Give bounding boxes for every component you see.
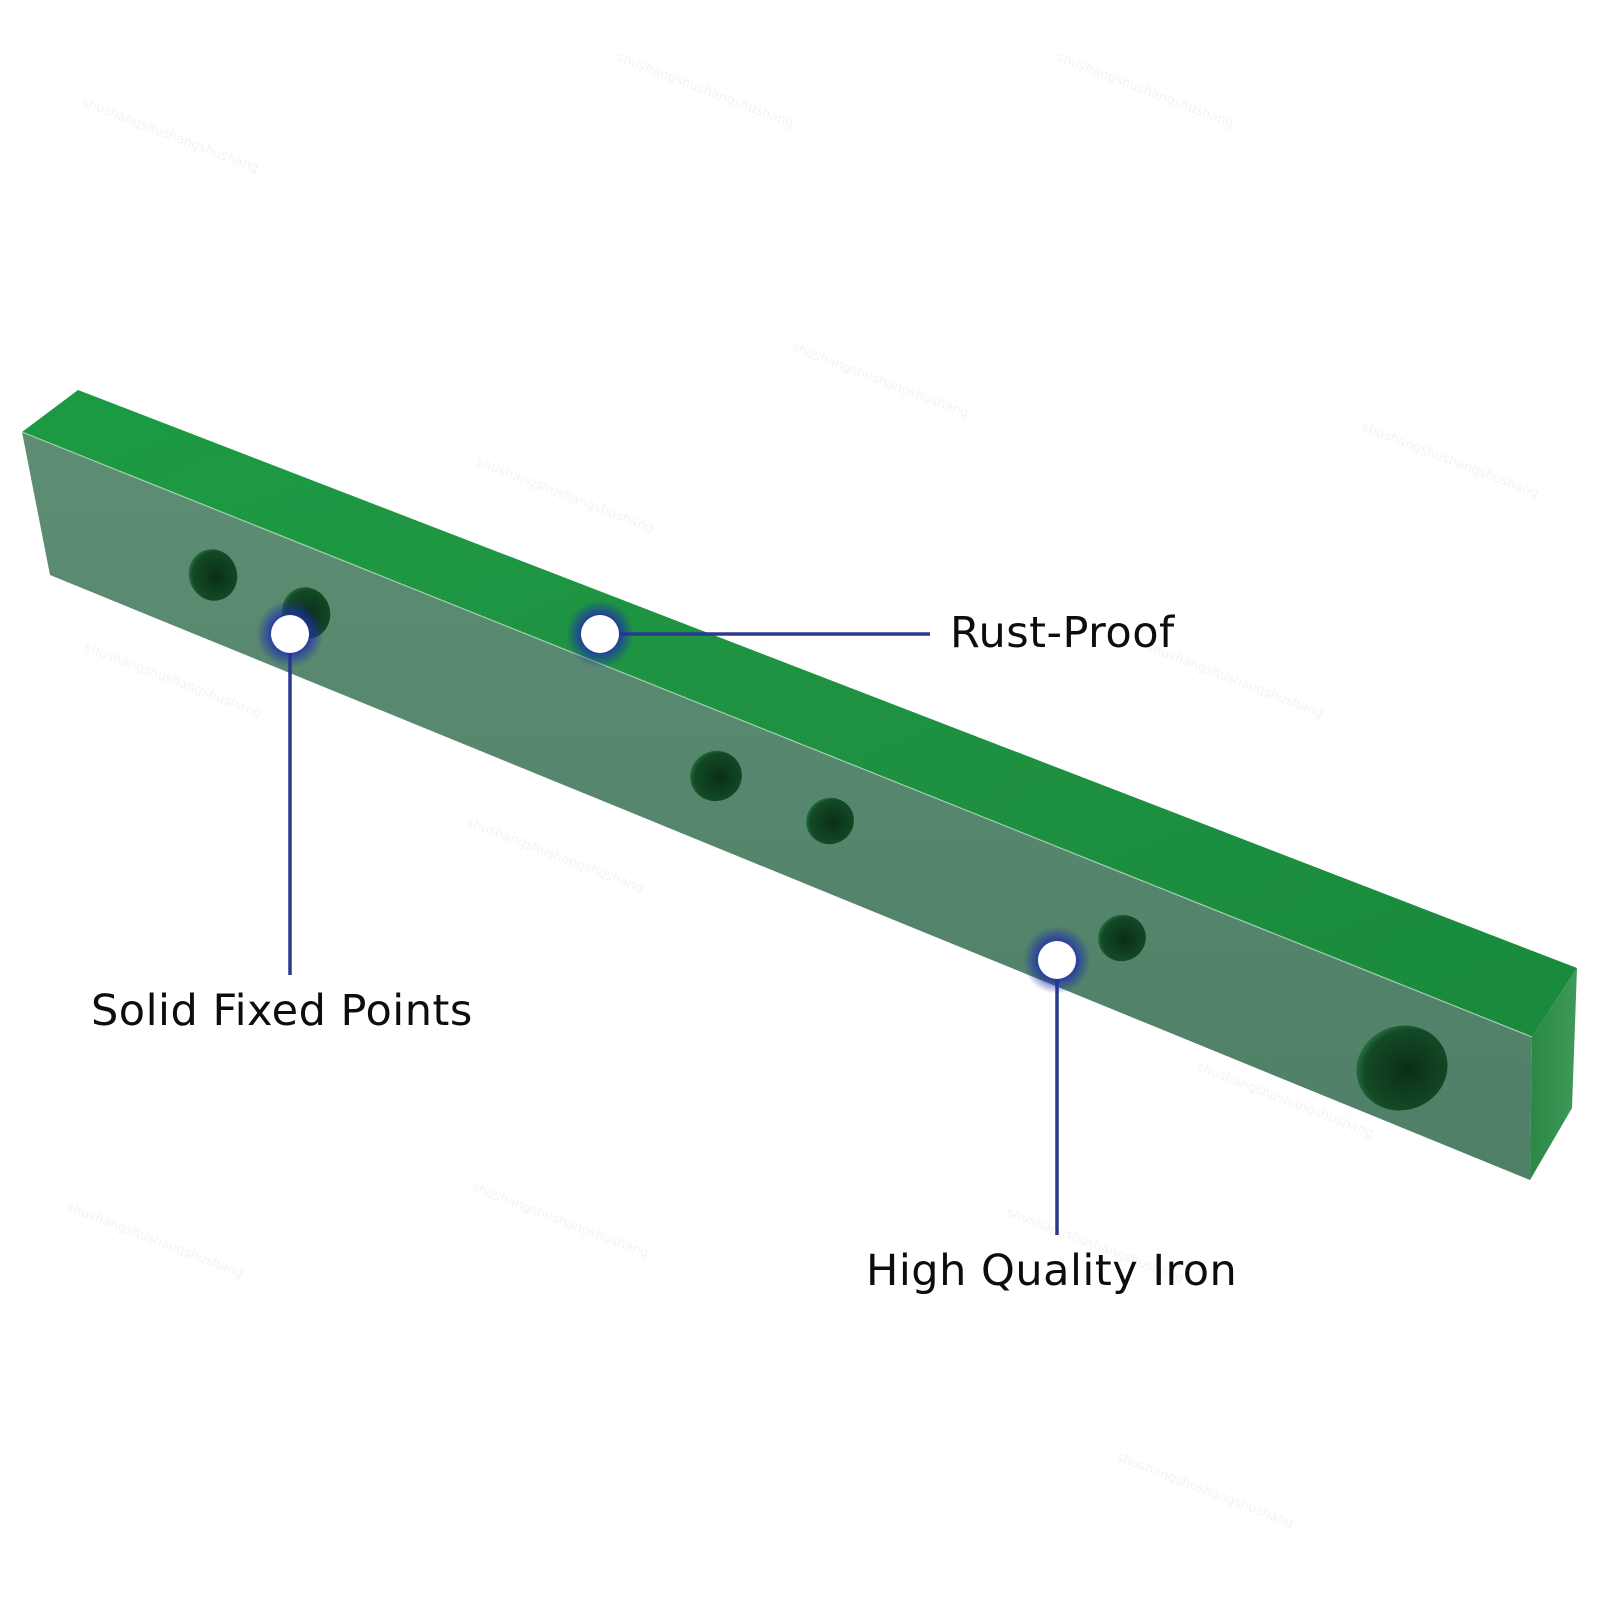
bar-top-face bbox=[22, 390, 1577, 1037]
hole bbox=[1098, 914, 1146, 962]
hole bbox=[806, 797, 854, 845]
hole bbox=[188, 549, 238, 601]
bar-front-face bbox=[22, 432, 1532, 1180]
callout-dot-solid-fixed-points bbox=[271, 615, 309, 653]
mounting-holes bbox=[188, 549, 1448, 1111]
hole-large bbox=[1356, 1025, 1448, 1111]
callout-dots bbox=[256, 600, 1091, 994]
label-rust-proof: Rust-Proof bbox=[950, 608, 1175, 658]
label-solid-fixed-points: Solid Fixed Points bbox=[91, 986, 473, 1036]
callout-dot-high-quality-iron bbox=[1038, 941, 1076, 979]
label-high-quality-iron: High Quality Iron bbox=[866, 1246, 1238, 1296]
hole bbox=[690, 750, 742, 802]
callout-lines bbox=[288, 632, 1059, 1235]
bar-end-face bbox=[1530, 968, 1577, 1180]
callout-dot-rust-proof bbox=[581, 615, 619, 653]
